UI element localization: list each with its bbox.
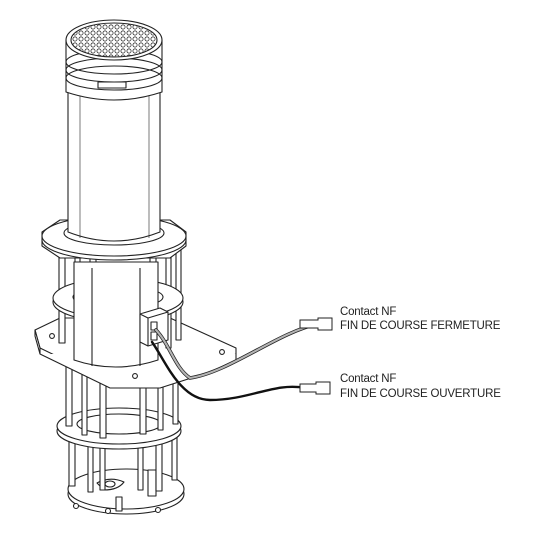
opening-contact-type: Contact NF [340,373,397,385]
opening-cable [150,340,331,402]
closing-connector-icon [299,317,333,331]
base-plate [67,468,185,515]
closing-contact-type: Contact NF [340,306,397,318]
opening-contact-description: FIN DE COURSE OUVERTURE [340,388,501,400]
opening-connector-icon [299,381,331,395]
middle-rods [65,343,179,439]
inner-cylinder [73,261,159,368]
lower-ring-plate [56,407,182,450]
main-column [67,85,161,242]
closing-cable [154,317,333,380]
bollard-assembly [34,19,237,515]
led-top [65,19,163,61]
closing-contact-description: FIN DE COURSE FERMETURE [340,320,501,332]
